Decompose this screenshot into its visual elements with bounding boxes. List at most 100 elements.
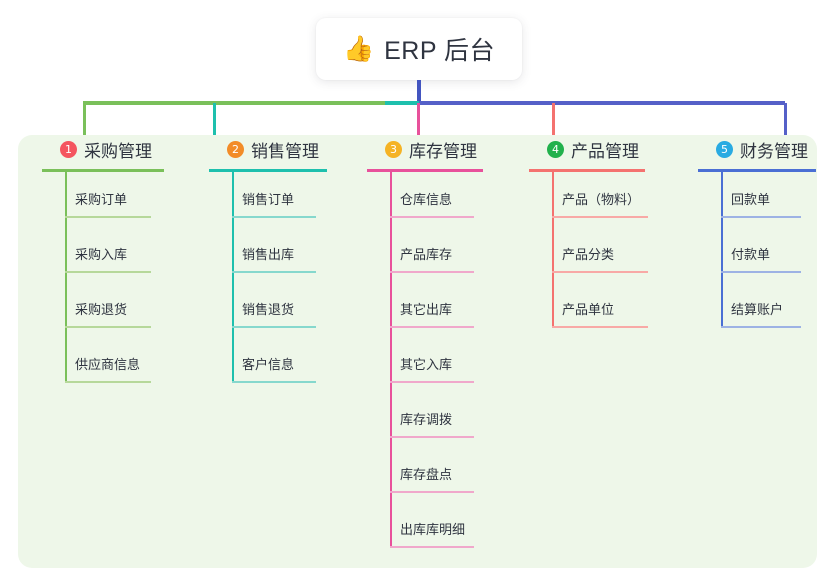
leaf-item[interactable]: 仓库信息: [367, 172, 483, 227]
connector-drop-5: [784, 103, 787, 147]
leaf-label: 回款单: [731, 192, 771, 207]
badge-2: 2: [227, 140, 244, 158]
branch-column-finance: 5 财务管理 回款单 付款单 结算账户: [698, 135, 816, 337]
leaf-label: 产品分类: [562, 247, 615, 262]
leaf-list-5: 回款单 付款单 结算账户: [698, 172, 816, 337]
column-rule-2: [209, 169, 327, 172]
connector-drop-4: [552, 103, 555, 147]
badge-3: 3: [385, 140, 402, 158]
branch-column-products: 4 产品管理 产品（物料） 产品分类 产品单位: [529, 135, 648, 337]
leaf-item[interactable]: 其它入库: [367, 337, 483, 392]
leaf-rule: [552, 326, 648, 328]
leaf-item[interactable]: 供应商信息: [42, 337, 164, 392]
leaf-rule: [232, 381, 316, 383]
leaf-label: 付款单: [731, 247, 771, 262]
connector-drop-3: [417, 103, 420, 147]
branch-spine-3: [390, 172, 392, 546]
column-header-1[interactable]: 1 采购管理: [42, 135, 164, 163]
leaf-item[interactable]: 付款单: [698, 227, 816, 282]
leaf-rule: [232, 216, 316, 218]
leaf-label: 库存调拨: [400, 412, 453, 427]
branch-column-inventory: 3 库存管理 仓库信息 产品库存 其它出库 其它入库: [367, 135, 483, 557]
leaf-rule: [552, 271, 648, 273]
leaf-item[interactable]: 采购入库: [42, 227, 164, 282]
leaf-item[interactable]: 采购退货: [42, 282, 164, 337]
leaf-item[interactable]: 产品库存: [367, 227, 483, 282]
column-title-2: 销售管理: [251, 141, 319, 161]
leaf-label: 其它入库: [400, 357, 453, 372]
leaf-list-1: 采购订单 采购入库 采购退货 供应商信息: [42, 172, 164, 392]
leaf-item[interactable]: 其它出库: [367, 282, 483, 337]
column-header-2[interactable]: 2 销售管理: [209, 135, 327, 163]
column-rule-5: [698, 169, 816, 172]
connector-bus-blue: [419, 101, 785, 105]
column-rule-3: [367, 169, 483, 172]
branch-spine-4: [552, 172, 554, 326]
column-title-4: 产品管理: [571, 141, 639, 161]
leaf-label: 其它出库: [400, 302, 453, 317]
leaf-label: 销售订单: [242, 192, 295, 207]
branch-spine-1: [65, 172, 67, 381]
leaf-item[interactable]: 产品单位: [529, 282, 648, 337]
badge-4: 4: [547, 140, 564, 158]
leaf-label: 库存盘点: [400, 467, 453, 482]
leaf-item[interactable]: 回款单: [698, 172, 816, 227]
leaf-rule: [721, 271, 801, 273]
column-title-1: 采购管理: [84, 141, 152, 161]
leaf-list-2: 销售订单 销售出库 销售退货 客户信息: [209, 172, 327, 392]
leaf-item[interactable]: 库存盘点: [367, 447, 483, 502]
leaf-label: 产品（物料）: [562, 192, 641, 207]
root-node[interactable]: 👍 ERP 后台: [316, 18, 522, 80]
leaf-label: 结算账户: [731, 302, 784, 317]
leaf-label: 客户信息: [242, 357, 295, 372]
leaf-rule: [65, 271, 151, 273]
leaf-label: 采购订单: [75, 192, 128, 207]
leaf-item[interactable]: 结算账户: [698, 282, 816, 337]
leaf-rule: [721, 326, 801, 328]
leaf-list-3: 仓库信息 产品库存 其它出库 其它入库 库存调拨: [367, 172, 483, 557]
connector-root-stem: [417, 80, 421, 103]
leaf-rule: [552, 216, 648, 218]
column-header-4[interactable]: 4 产品管理: [529, 135, 645, 163]
leaf-label: 采购退货: [75, 302, 128, 317]
leaf-label: 采购入库: [75, 247, 128, 262]
leaf-rule: [390, 216, 474, 218]
leaf-rule: [390, 546, 474, 548]
branch-spine-2: [232, 172, 234, 381]
root-title: ERP 后台: [384, 37, 496, 65]
leaf-item[interactable]: 产品分类: [529, 227, 648, 282]
leaf-item[interactable]: 出库库明细: [367, 502, 483, 557]
leaf-label: 仓库信息: [400, 192, 453, 207]
branch-spine-5: [721, 172, 723, 326]
connector-drop-2: [213, 103, 216, 147]
column-title-3: 库存管理: [409, 141, 477, 161]
leaf-item[interactable]: 销售出库: [209, 227, 327, 282]
connector-bus-green: [83, 101, 385, 105]
column-header-5[interactable]: 5 财务管理: [698, 135, 816, 163]
leaf-item[interactable]: 产品（物料）: [529, 172, 648, 227]
leaf-item[interactable]: 客户信息: [209, 337, 327, 392]
leaf-item[interactable]: 销售订单: [209, 172, 327, 227]
leaf-rule: [232, 271, 316, 273]
leaf-rule: [65, 216, 151, 218]
leaf-list-4: 产品（物料） 产品分类 产品单位: [529, 172, 648, 337]
leaf-rule: [65, 381, 151, 383]
leaf-label: 出库库明细: [400, 522, 466, 537]
leaf-rule: [721, 216, 801, 218]
leaf-rule: [390, 271, 474, 273]
badge-5: 5: [716, 140, 733, 158]
branch-column-sales: 2 销售管理 销售订单 销售出库 销售退货 客户信息: [209, 135, 327, 392]
column-rule-1: [42, 169, 164, 172]
leaf-rule: [232, 326, 316, 328]
column-rule-4: [529, 169, 645, 172]
leaf-label: 销售退货: [242, 302, 295, 317]
leaf-rule: [390, 436, 474, 438]
leaf-item[interactable]: 库存调拨: [367, 392, 483, 447]
column-title-5: 财务管理: [740, 141, 808, 161]
branch-column-purchasing: 1 采购管理 采购订单 采购入库 采购退货 供应商信: [42, 135, 164, 392]
leaf-item[interactable]: 采购订单: [42, 172, 164, 227]
leaf-item[interactable]: 销售退货: [209, 282, 327, 337]
connector-bus-teal: [385, 101, 419, 105]
column-header-3[interactable]: 3 库存管理: [367, 135, 483, 163]
